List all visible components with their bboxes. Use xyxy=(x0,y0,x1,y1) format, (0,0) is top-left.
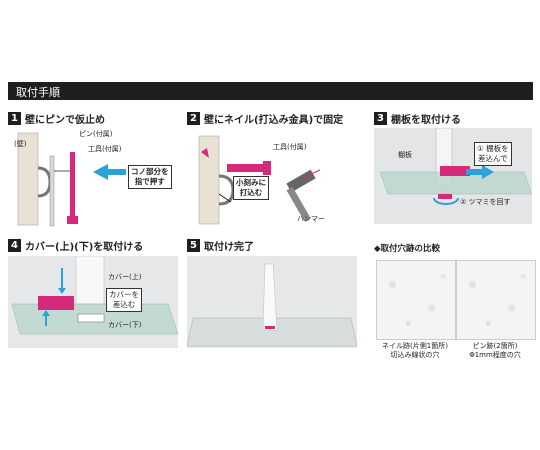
step-3-label: 棚板を取付ける xyxy=(391,115,461,126)
step-5-title: 5 取付け完了 xyxy=(187,238,254,253)
step-4-callout-line-1: カバーを xyxy=(109,290,139,299)
nail-caption-line-1: ネイル跡(片側1箇所) xyxy=(382,342,448,350)
step-4-number: 4 xyxy=(8,239,21,252)
step-1-callout: コノ部分を 指で押す xyxy=(128,165,172,189)
step-2-callout: 小刻みに 打込む xyxy=(233,176,269,200)
pin-label: ピン(付属) xyxy=(79,130,113,138)
section-title: 取付手順 xyxy=(16,86,60,99)
step-4-callout-line-2: 差込む xyxy=(112,300,136,309)
step-2-illustration: 工具(付属) 小刻みに 打込む ハンマー xyxy=(187,128,367,228)
step-2-number: 2 xyxy=(187,112,200,125)
step-2-tool-label: 工具(付属) xyxy=(273,143,307,151)
hammer-label: ハンマー xyxy=(297,215,325,223)
step-2-label: 壁にネイル(打込み金具)で固定 xyxy=(204,115,344,126)
step-1-callout-line-2: 指で押す xyxy=(134,177,165,186)
step-4-title: 4 カバー(上)(下)を取付ける xyxy=(8,238,143,253)
step-1-title: 1 壁にピンで仮止め xyxy=(8,111,105,126)
nail-caption-line-2: 切込み線状の穴 xyxy=(390,351,440,359)
step-3-title: 3 棚板を取付ける xyxy=(374,111,461,126)
step-1-callout-line-1: コノ部分を xyxy=(131,167,169,176)
step-2-drawing xyxy=(198,135,321,225)
step-2-callout-line-2: 打込む xyxy=(239,188,263,197)
step-1-number: 1 xyxy=(8,112,21,125)
shelf-label: 棚板 xyxy=(398,151,412,159)
pin-caption-line-1: ピン跡(2箇所) xyxy=(472,342,518,350)
pin-hole-photo xyxy=(456,260,536,340)
step-3-drawing xyxy=(379,127,533,205)
step-1-illustration: (壁) ピン(付属) 工具(付属) コノ部分を 指で押す xyxy=(8,128,178,228)
step-5-illustration xyxy=(186,256,358,348)
step-3-illustration: 棚板 ① 棚板を 差込んで ② ツマミを回す xyxy=(374,127,533,224)
pin-caption-line-2: Φ1mm程度の穴 xyxy=(469,351,521,359)
step-4-label: カバー(上)(下)を取付ける xyxy=(25,242,144,253)
cover-bottom-label: カバー(下) xyxy=(108,321,142,329)
pin-caption: ピン跡(2箇所) Φ1mm程度の穴 xyxy=(452,342,538,360)
step-3-callout-line-2: 差込んで xyxy=(477,154,508,163)
step-5-label: 取付け完了 xyxy=(204,242,254,253)
section-header: 取付手順 xyxy=(8,82,533,100)
step-4-drawing xyxy=(11,255,179,335)
step-4-illustration: カバー(上) カバーを 差込む カバー(下) xyxy=(8,255,179,348)
step-5-number: 5 xyxy=(187,239,200,252)
tool-label: 工具(付属) xyxy=(88,145,122,153)
wall-label: (壁) xyxy=(14,140,27,148)
step-3-callout: ① 棚板を 差込んで xyxy=(474,142,512,166)
step-5-drawing xyxy=(186,263,358,347)
cover-top-label: カバー(上) xyxy=(108,273,142,281)
step-2-callout-line-1: 小刻みに xyxy=(236,178,266,187)
step-4-callout: カバーを 差込む xyxy=(106,288,142,312)
step-1-drawing xyxy=(17,132,126,227)
nail-caption: ネイル跡(片側1箇所) 切込み線状の穴 xyxy=(372,342,458,360)
step-1-label: 壁にピンで仮止め xyxy=(25,115,105,126)
nail-hole-photo xyxy=(376,260,456,340)
compare-title: ◆取付穴跡の比較 xyxy=(374,244,441,254)
twist-label: ② ツマミを回す xyxy=(460,198,511,206)
step-2-title: 2 壁にネイル(打込み金具)で固定 xyxy=(187,111,343,126)
step-3-callout-line-1: ① 棚板を xyxy=(477,144,509,153)
step-3-number: 3 xyxy=(374,112,387,125)
